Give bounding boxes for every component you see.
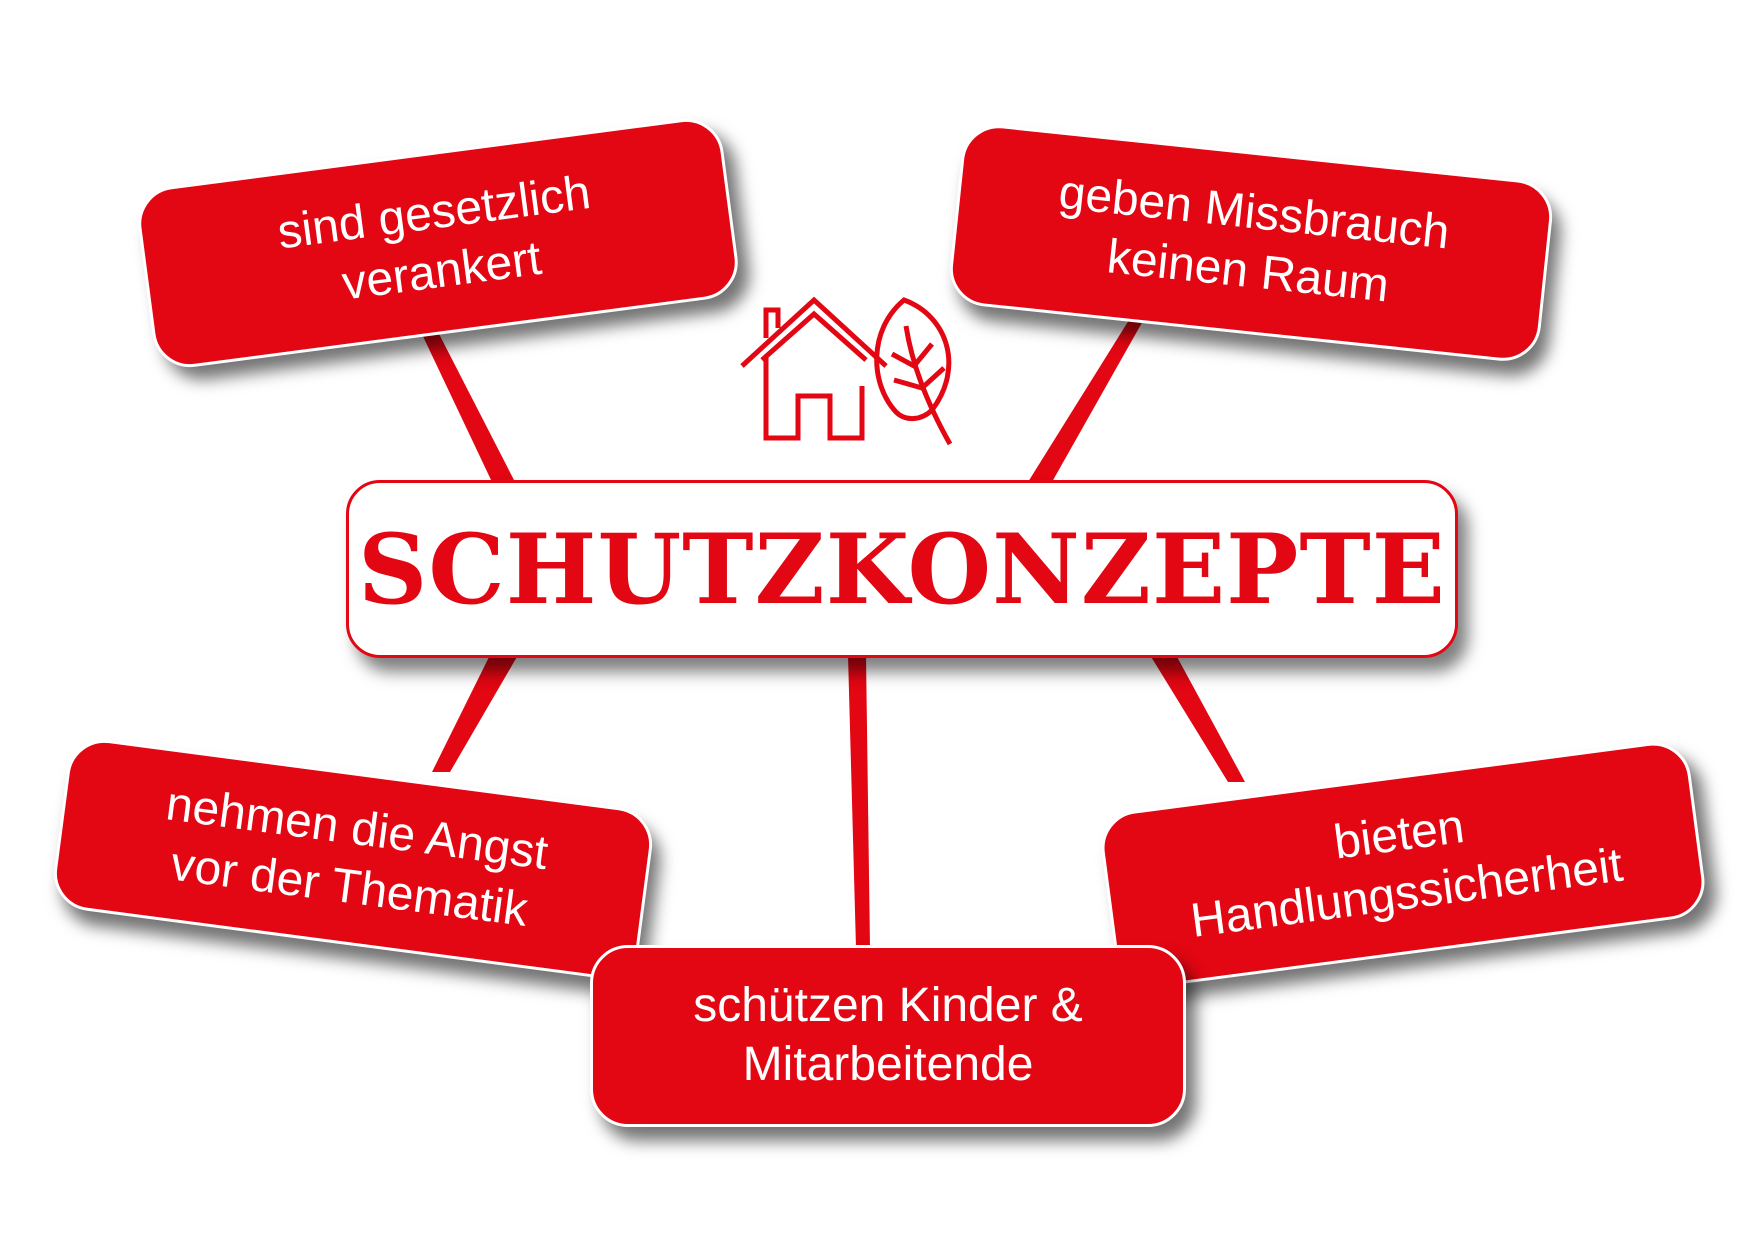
center-title-box: SCHUTZKONZEPTE [346,480,1458,658]
statement-line: Mitarbeitende [742,1038,1034,1091]
connector-bottom-center [848,655,870,948]
house-icon [740,296,888,441]
connector-bottom-left [432,655,518,772]
connector-top-left [420,330,515,482]
statement-line: schützen Kinder & [693,979,1083,1033]
center-title: SCHUTZKONZEPTE [358,512,1446,626]
statement-protects-children-staff: schützen Kinder & Mitarbeitende [590,945,1186,1127]
connector-bottom-right [1150,655,1245,782]
logo [740,296,953,446]
connector-top-right [1028,312,1148,482]
leaf-icon [874,297,953,446]
